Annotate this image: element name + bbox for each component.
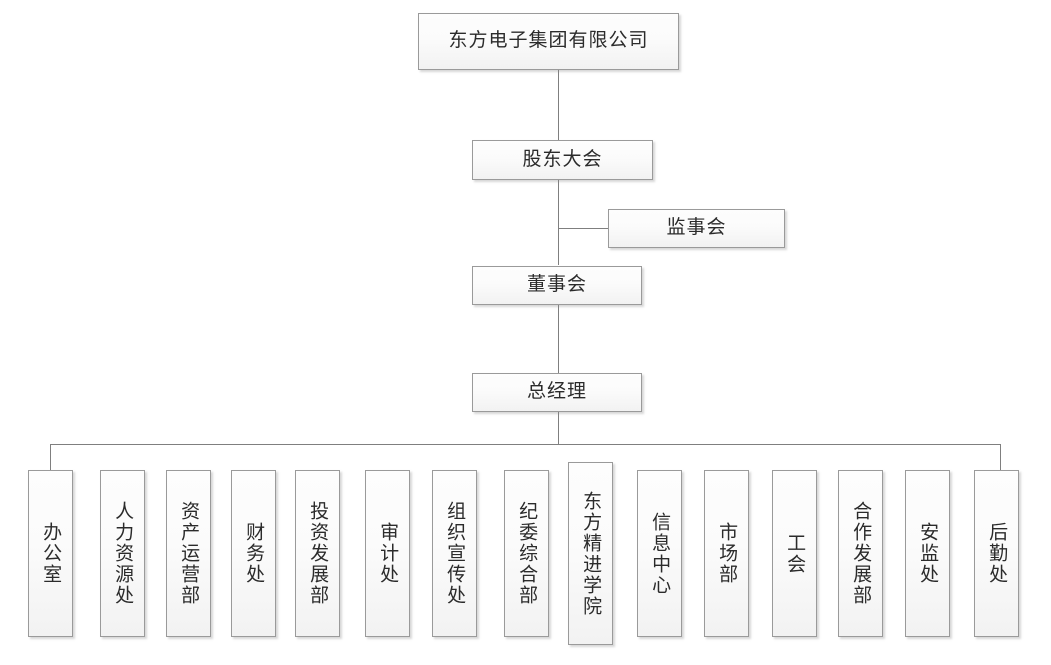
connector-bus-drop-right (1000, 444, 1001, 470)
node-department-organization-publicity[interactable]: 组织宣传处 (432, 470, 477, 637)
node-department-asset-operations[interactable]: 资产运营部 (166, 470, 211, 637)
connector-shareholders-to-board (558, 180, 559, 265)
node-label: 安监处 (917, 522, 939, 585)
node-label: 组织宣传处 (444, 501, 466, 606)
node-department-discipline-inspection[interactable]: 纪委综合部 (504, 470, 549, 637)
node-department-investment-development[interactable]: 投资发展部 (295, 470, 340, 637)
node-department-hr[interactable]: 人力资源处 (100, 470, 145, 637)
node-label: 财务处 (243, 522, 265, 585)
node-label: 后勤处 (986, 522, 1008, 585)
node-label: 纪委综合部 (516, 501, 538, 606)
connector-root-to-shareholders (558, 70, 559, 140)
node-board-of-directors[interactable]: 董事会 (472, 266, 642, 305)
node-department-safety-supervision[interactable]: 安监处 (905, 470, 950, 637)
node-department-marketing[interactable]: 市场部 (704, 470, 749, 637)
node-general-manager[interactable]: 总经理 (472, 373, 642, 412)
node-department-information-center[interactable]: 信息中心 (637, 470, 682, 637)
node-department-logistics[interactable]: 后勤处 (974, 470, 1019, 637)
node-department-labor-union[interactable]: 工会 (772, 470, 817, 637)
node-label: 办公室 (40, 522, 62, 585)
node-department-cooperation-development[interactable]: 合作发展部 (838, 470, 883, 637)
connector-to-supervisors (558, 228, 609, 229)
node-department-finance[interactable]: 财务处 (231, 470, 276, 637)
node-label: 合作发展部 (850, 501, 872, 606)
node-root-company[interactable]: 东方电子集团有限公司 (418, 13, 679, 70)
node-label: 投资发展部 (307, 501, 329, 606)
node-label: 人力资源处 (112, 501, 134, 606)
node-label: 资产运营部 (178, 501, 200, 606)
connector-board-to-gm (558, 305, 559, 373)
node-department-dongfang-academy[interactable]: 东方精进学院 (568, 462, 613, 645)
node-label: 工会 (784, 532, 806, 575)
connector-department-bus (50, 444, 1001, 445)
connector-gm-to-bus (558, 412, 559, 445)
node-department-audit[interactable]: 审计处 (365, 470, 410, 637)
node-label: 东方精进学院 (580, 490, 602, 617)
node-board-of-supervisors[interactable]: 监事会 (608, 209, 785, 248)
node-department-office[interactable]: 办公室 (28, 470, 73, 637)
node-label: 市场部 (716, 522, 738, 585)
connector-bus-drop-left (50, 444, 51, 470)
node-shareholders-meeting[interactable]: 股东大会 (472, 140, 653, 180)
node-label: 信息中心 (649, 511, 671, 596)
node-label: 审计处 (377, 522, 399, 585)
